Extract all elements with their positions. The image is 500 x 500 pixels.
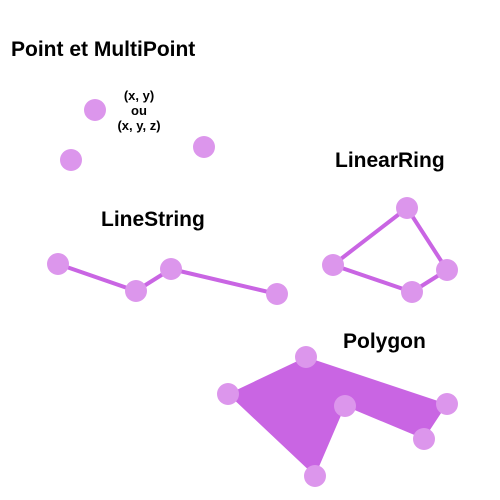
linestring-vertex <box>47 253 69 275</box>
linearring-vertex <box>396 197 418 219</box>
polygon-vertex <box>436 393 458 415</box>
linestring-vertex <box>160 258 182 280</box>
polygon-group <box>217 346 458 487</box>
linearring-vertex <box>436 259 458 281</box>
polygon-vertex <box>304 465 326 487</box>
linestring-edges <box>57 262 278 296</box>
linearring-title: LinearRing <box>335 149 445 172</box>
polygon-vertex <box>334 395 356 417</box>
linestring-path <box>57 262 278 296</box>
point-group <box>60 99 215 171</box>
polygon-shape <box>228 357 447 476</box>
linearring-path <box>331 206 449 294</box>
coords-line-or: ou <box>131 103 147 118</box>
linestring-vertex <box>266 283 288 305</box>
linearring-group <box>322 197 458 303</box>
linestring-title: LineString <box>101 208 205 231</box>
point-vertex <box>84 99 106 121</box>
linearring-vertex <box>401 281 423 303</box>
linearring-edges <box>331 206 449 294</box>
linearring-vertex <box>322 254 344 276</box>
point-vertex <box>193 136 215 158</box>
polygon-vertex <box>413 428 435 450</box>
coords-line-2d: (x, y) <box>123 88 155 103</box>
coordinate-annotation: (x, y) ou (x, y, z) <box>100 88 178 133</box>
point-title: Point et MultiPoint <box>11 38 196 61</box>
linestring-vertex <box>125 280 147 302</box>
polygon-title: Polygon <box>343 330 426 353</box>
point-vertex <box>60 149 82 171</box>
polygon-vertex <box>295 346 317 368</box>
coords-line-3d: (x, y, z) <box>117 118 161 133</box>
linestring-group <box>47 253 288 305</box>
polygon-vertex <box>217 383 239 405</box>
